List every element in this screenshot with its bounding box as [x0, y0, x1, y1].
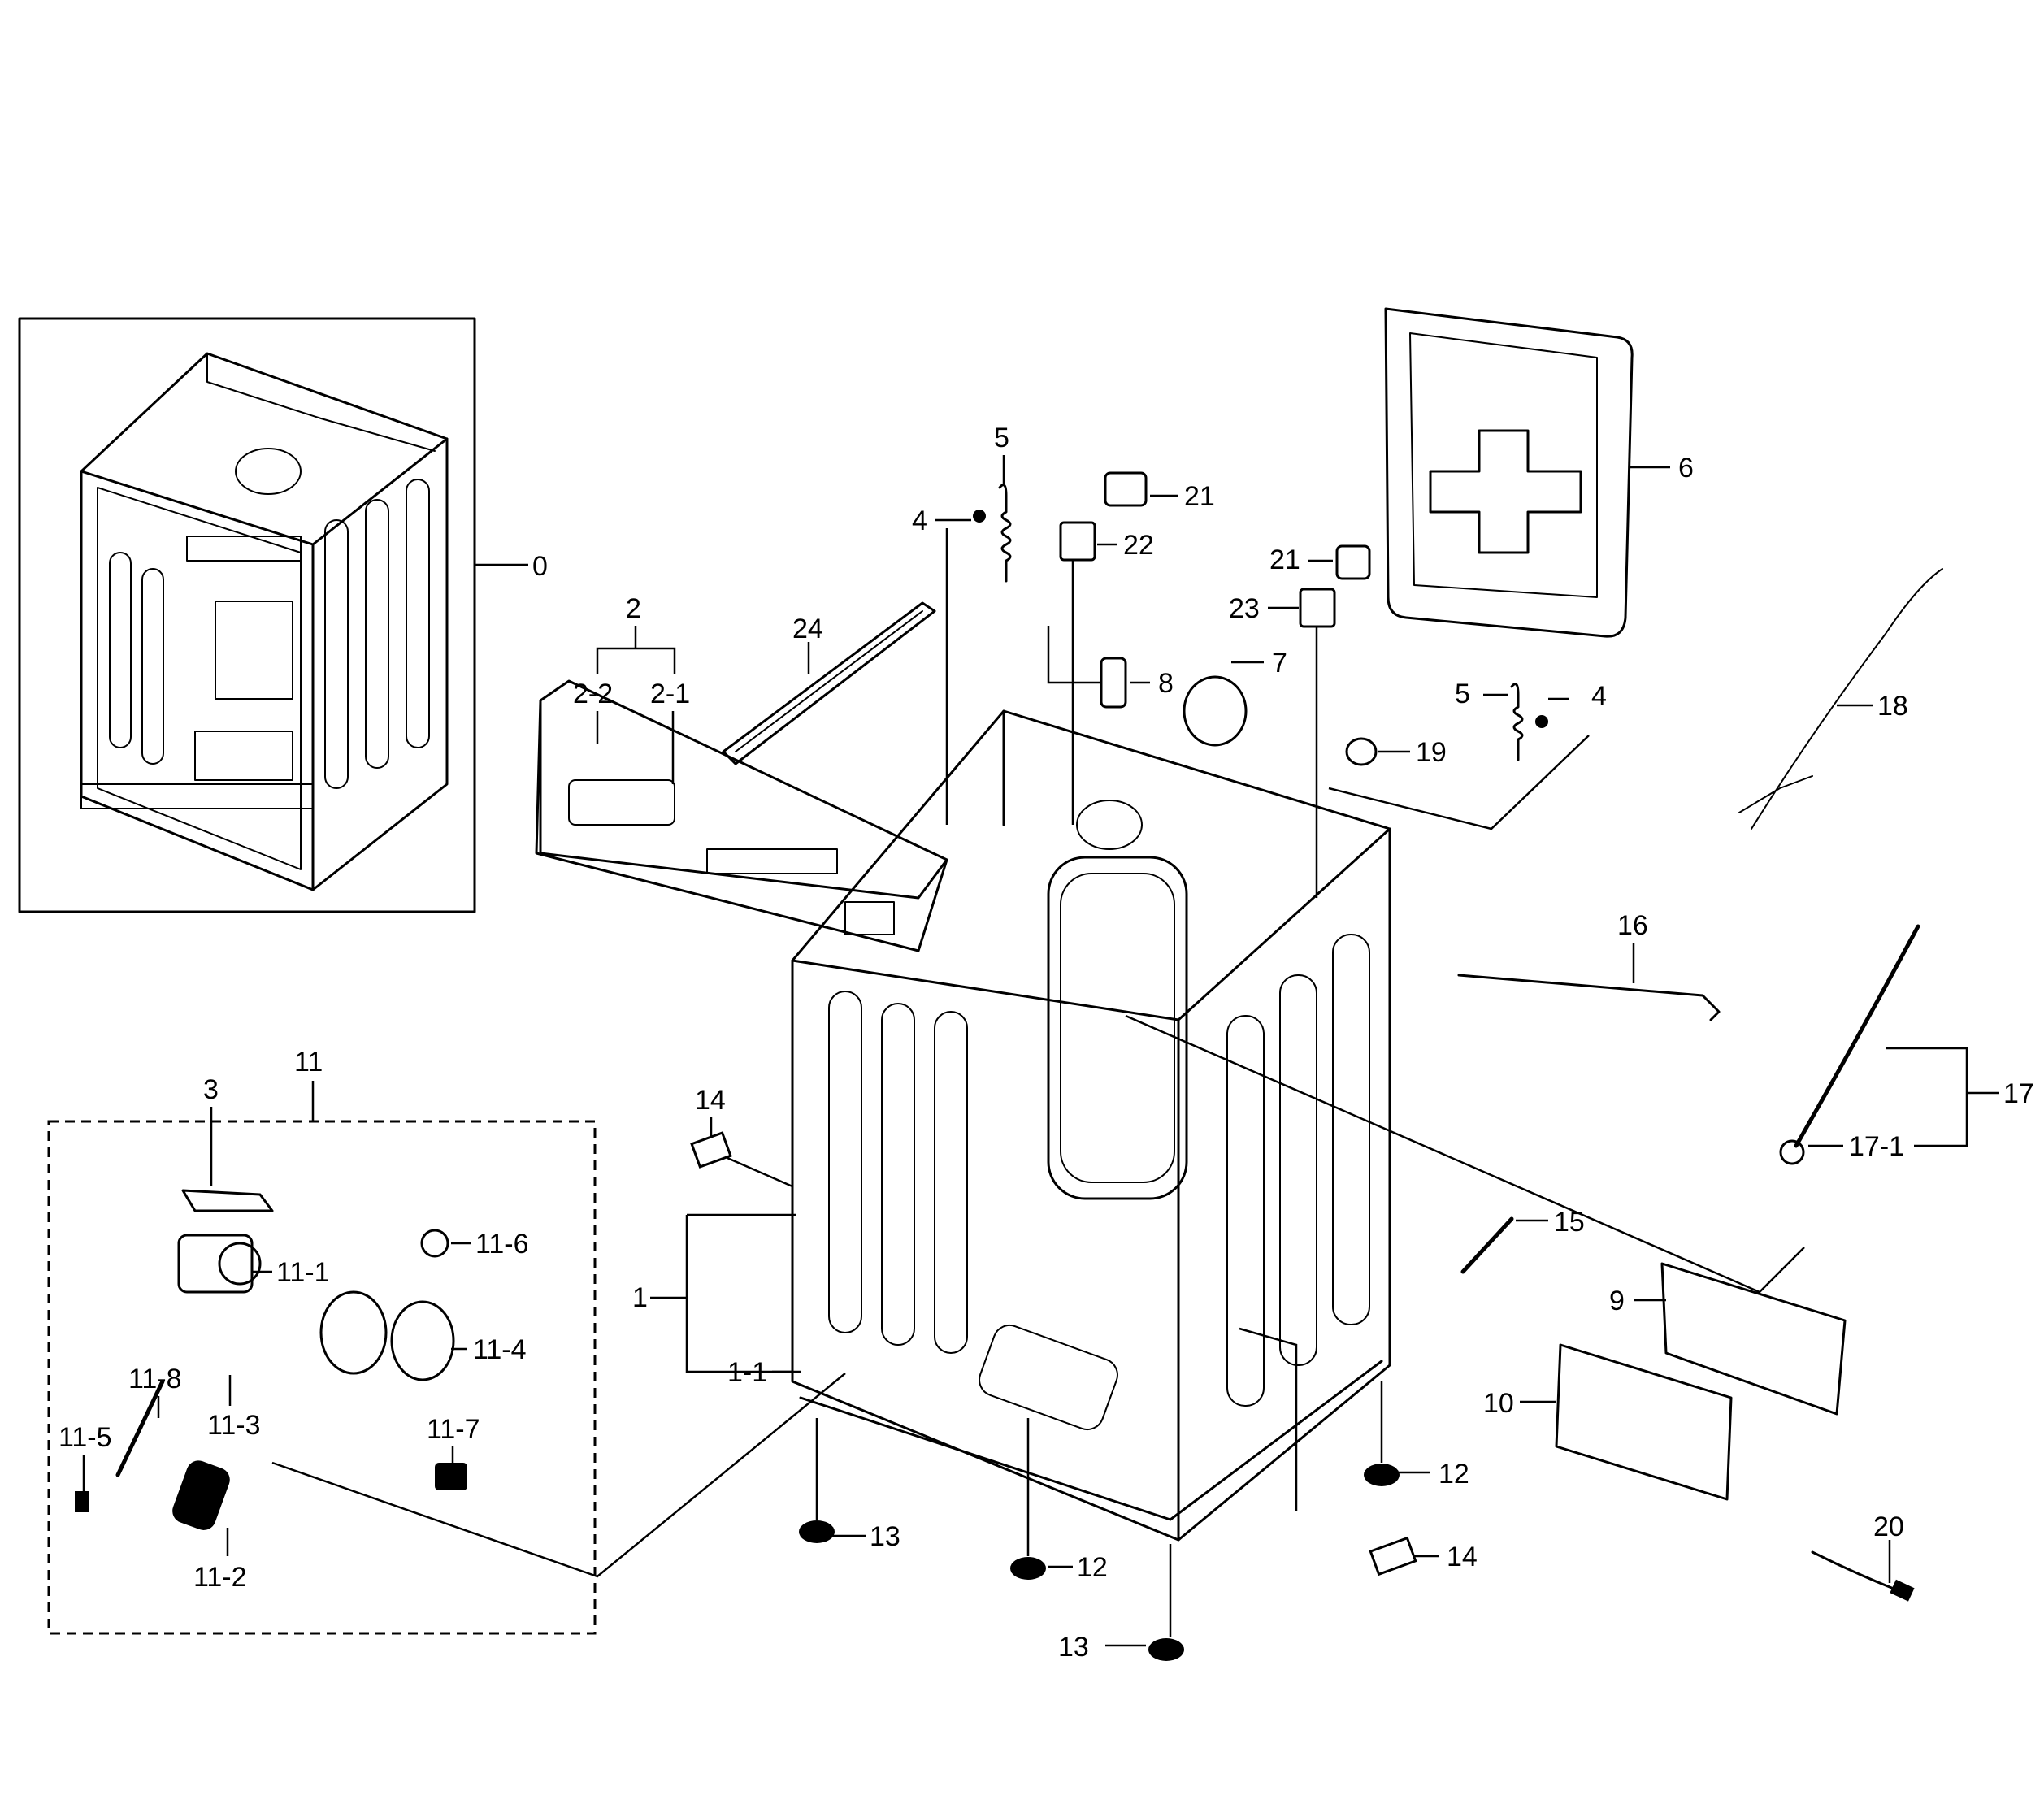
callout-2-2: 2-2 [573, 679, 613, 709]
callout-11: 11 [294, 1047, 323, 1078]
callout-23: 23 [1229, 593, 1260, 624]
callout-14-left: 14 [695, 1085, 726, 1116]
callout-22: 22 [1123, 530, 1154, 561]
callout-16: 16 [1617, 910, 1648, 941]
callout-2: 2 [626, 593, 641, 624]
callout-24: 24 [792, 614, 823, 644]
callout-9: 9 [1609, 1286, 1625, 1316]
callout-1: 1 [632, 1282, 648, 1313]
callout-2-1: 2-1 [650, 679, 690, 709]
callout-11-5: 11-5 [59, 1422, 112, 1453]
callout-12-right: 12 [1439, 1459, 1469, 1490]
callout-5-upper: 5 [994, 423, 1009, 453]
callout-8: 8 [1158, 668, 1174, 699]
callout-11-2: 11-2 [193, 1562, 247, 1593]
callout-0: 0 [532, 551, 548, 582]
callout-5-right: 5 [1455, 679, 1470, 709]
callout-13-left: 13 [870, 1521, 900, 1552]
callout-10: 10 [1483, 1388, 1514, 1419]
callout-1-1: 1-1 [727, 1357, 767, 1388]
callout-4-upper: 4 [912, 505, 927, 536]
callout-7: 7 [1272, 648, 1287, 679]
callout-14-right: 14 [1447, 1542, 1478, 1572]
rail-drawing [722, 601, 936, 765]
callout-4-right: 4 [1591, 681, 1607, 712]
callout-11-7: 11-7 [427, 1414, 480, 1445]
callout-labels: 0 1 1-1 2 2-1 2-2 3 4 4 5 5 6 7 8 9 10 1… [59, 423, 2034, 1663]
small-parts [690, 471, 1943, 1661]
callout-6: 6 [1678, 453, 1694, 484]
top-frame-drawing [535, 679, 948, 952]
callout-11-6: 11-6 [475, 1229, 529, 1260]
cabinet-assembly-inset [18, 317, 476, 913]
callout-11-8: 11-8 [128, 1364, 182, 1394]
inset-frame [18, 317, 476, 913]
callout-18: 18 [1877, 691, 1908, 722]
pump-assembly-dashed-frame [47, 1120, 597, 1635]
callout-21-upper: 21 [1184, 481, 1215, 512]
callout-21-right: 21 [1269, 544, 1300, 575]
cabinet-drawing [791, 709, 1391, 1542]
callout-13-bottom: 13 [1058, 1632, 1089, 1663]
callout-11-1: 11-1 [276, 1257, 330, 1288]
callout-20: 20 [1873, 1511, 1904, 1542]
callout-11-3: 11-3 [207, 1410, 261, 1441]
callout-3: 3 [203, 1074, 219, 1105]
callout-17: 17 [2003, 1078, 2034, 1109]
callout-19: 19 [1416, 737, 1447, 768]
door-frame-drawing [1384, 307, 1634, 638]
leader-lines [82, 455, 1999, 1647]
pump-assembly-drawing [47, 1120, 597, 1635]
callout-11-4: 11-4 [473, 1334, 527, 1365]
callout-12-mid: 12 [1077, 1552, 1108, 1583]
callout-15: 15 [1554, 1207, 1585, 1238]
callout-17-1: 17-1 [1849, 1131, 1904, 1162]
